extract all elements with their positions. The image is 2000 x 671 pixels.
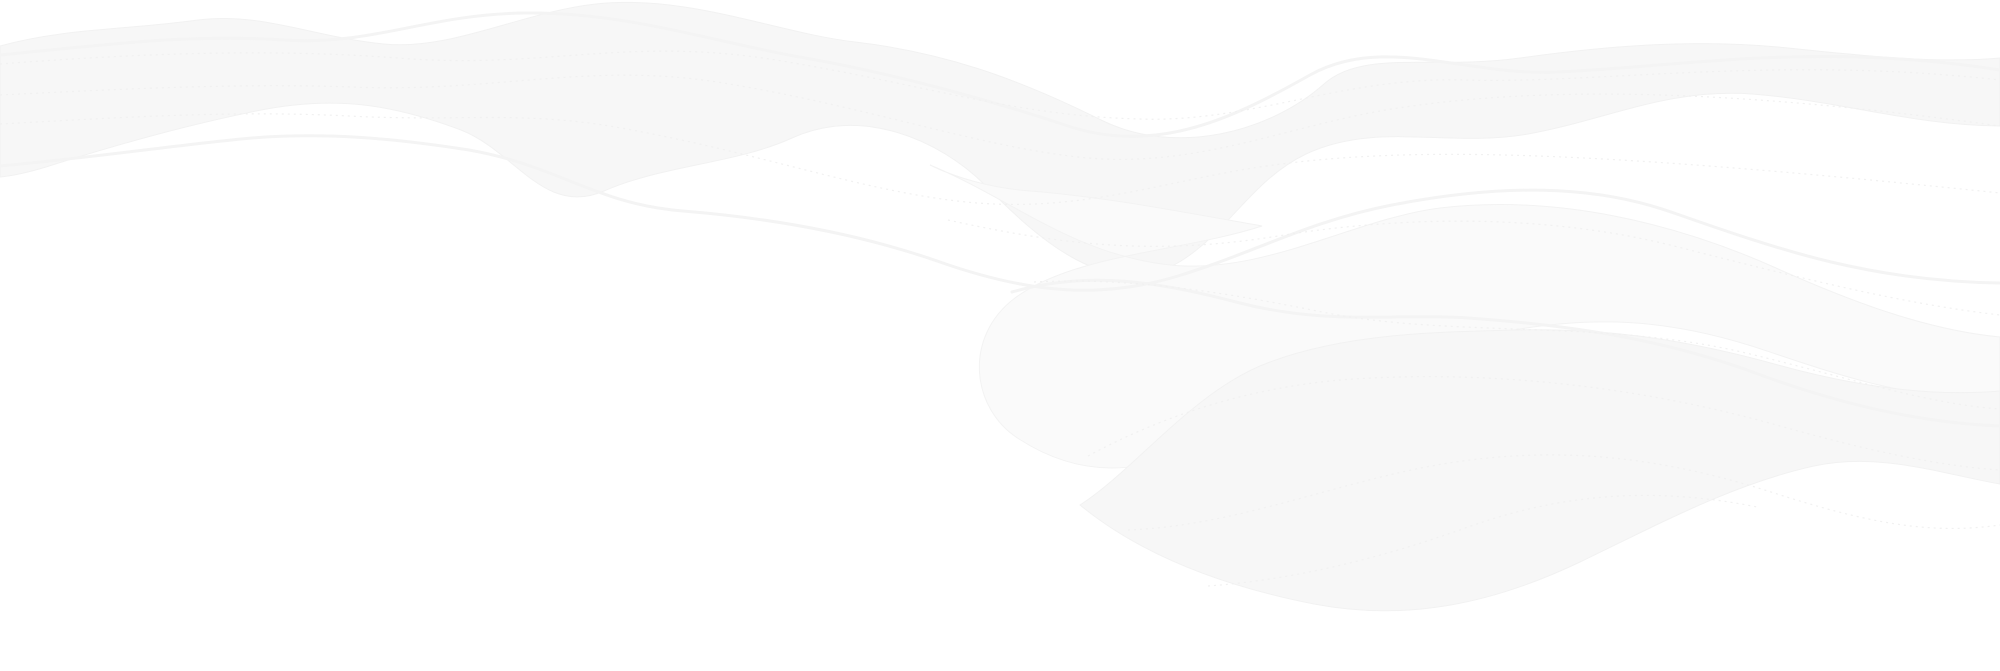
top-left-wave-shape xyxy=(0,1,2000,276)
lower-flow-line xyxy=(1010,278,2000,428)
mesh-line-7 xyxy=(1127,454,2000,531)
middle-flow-line xyxy=(0,134,2000,292)
mesh-line-6 xyxy=(1087,376,2000,471)
mesh-line-1 xyxy=(0,50,2000,120)
mesh-line-2 xyxy=(0,74,2000,160)
mesh-line-4 xyxy=(947,219,2000,316)
mesh-line-8 xyxy=(1207,494,1758,587)
upper-flow-line xyxy=(0,11,2000,138)
mesh-line-5 xyxy=(1033,280,2000,410)
